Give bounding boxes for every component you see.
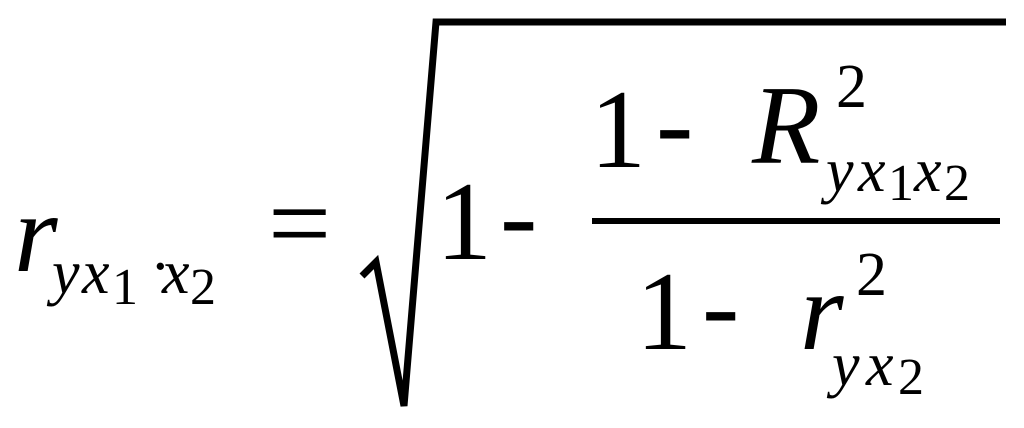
numerator-minus: - (656, 62, 694, 186)
denominator-sub-x2: x (866, 331, 894, 399)
outer-minus: - (500, 154, 538, 278)
fraction-bar (592, 218, 1000, 224)
outer-one: 1 (436, 160, 492, 284)
lhs-sub-1: 1 (112, 259, 138, 316)
numerator-sub-1: 1 (888, 155, 914, 212)
numerator-sub-x2: x (914, 137, 942, 205)
numerator-sup-2: 2 (836, 53, 867, 121)
numerator-sub-x1: x (858, 137, 886, 205)
lhs-sub-y: y (52, 239, 80, 307)
denominator-sub-2: 2 (898, 349, 924, 406)
numerator-sub-y: y (826, 137, 854, 205)
numerator-one: 1 (590, 68, 646, 192)
lhs-sub-2: 2 (190, 259, 216, 316)
numerator-base-R: R (752, 64, 821, 188)
denominator-sup-2: 2 (856, 241, 887, 309)
denominator-minus: - (702, 244, 740, 368)
lhs-sub-x2: x (162, 239, 190, 307)
denominator-base-r: r (800, 250, 844, 374)
denominator-one: 1 (636, 250, 692, 374)
lhs-sub-dot: · (150, 233, 171, 301)
numerator-sub-2: 2 (944, 155, 970, 212)
equals-sign: = (268, 162, 332, 286)
radical-stroke (359, 18, 1006, 407)
lhs-base-r: r (14, 172, 58, 296)
lhs-sub-x1: x (82, 239, 110, 307)
denominator-sub-y: y (832, 331, 860, 399)
